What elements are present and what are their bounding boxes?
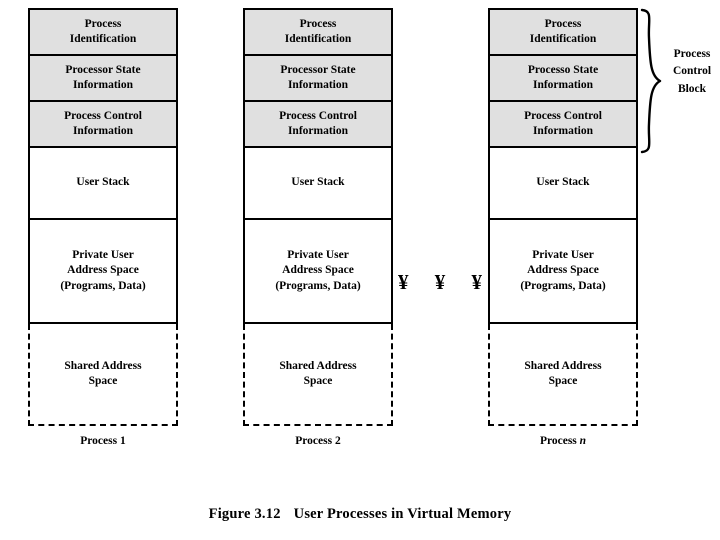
process-continuation-ellipsis: ¥ ¥ ¥: [398, 272, 482, 293]
region-line-3: (Programs, Data): [520, 279, 606, 292]
process-label-n: Process n: [488, 435, 638, 447]
process-control-block-annotation: Process Control Block: [640, 8, 720, 154]
region-line-2: Information: [287, 125, 349, 137]
process-control-block-label: Process Control Block: [664, 46, 720, 98]
region-user-stack: User Stack: [30, 148, 176, 220]
region-line-1: Processor State: [280, 63, 356, 76]
region-line-2: Information: [532, 125, 594, 137]
region-line-2: Space: [88, 375, 118, 387]
region-line-1: Shared Address: [64, 359, 142, 372]
region-line-1: Process Control: [524, 109, 602, 122]
region-line-1: Process: [299, 17, 337, 30]
region-line-1: Private User: [72, 249, 134, 262]
region-line-1: Shared Address: [279, 359, 357, 372]
process-label-suffix: 1: [119, 435, 126, 447]
region-line-1: Process Control: [279, 109, 357, 122]
region-line-1: Process: [84, 17, 122, 30]
region-line-1: Shared Address: [524, 359, 602, 372]
region-line-1: Processor State: [65, 63, 141, 76]
process-label-2: Process 2: [243, 435, 393, 447]
region-line-2: Address Space: [527, 264, 599, 277]
process-label-prefix: Process: [80, 435, 118, 447]
region-line-1: User Stack: [76, 176, 130, 189]
region-line-1: Private User: [532, 249, 594, 262]
region-line-2: Information: [72, 79, 134, 91]
figure-caption-number: Figure 3.12: [208, 506, 281, 522]
region-line-3: (Programs, Data): [275, 279, 361, 292]
region-line-2: Space: [303, 375, 333, 387]
region-line-2: Information: [287, 79, 349, 91]
region-line-2: Address Space: [67, 264, 139, 277]
region-line-3: (Programs, Data): [60, 279, 146, 292]
region-line-1: Private User: [287, 249, 349, 262]
region-line-1: User Stack: [536, 176, 590, 189]
pcb-label-line-3: Block: [677, 82, 707, 95]
region-user-stack: User Stack: [245, 148, 391, 220]
region-line-1: Process: [544, 17, 582, 30]
ellipsis-glyph-3: ¥: [471, 270, 483, 294]
curly-brace-icon: [640, 8, 662, 154]
ellipsis-glyph-1: ¥: [398, 270, 409, 294]
figure-caption: Figure 3.12 User Processes in Virtual Mem…: [0, 506, 720, 523]
figure-caption-title: User Processes in Virtual Memory: [293, 506, 512, 522]
region-line-2: Identification: [529, 33, 597, 45]
region-line-1: User Stack: [291, 176, 345, 189]
ellipsis-glyph-2: ¥: [434, 270, 446, 294]
region-user-stack: User Stack: [490, 148, 636, 220]
process-label-prefix: Process: [295, 435, 333, 447]
region-line-2: Address Space: [282, 264, 354, 277]
process-label-suffix: n: [579, 435, 587, 447]
region-line-2: Information: [72, 125, 134, 137]
pcb-label-line-1: Process: [673, 48, 711, 60]
region-line-2: Identification: [69, 33, 137, 45]
region-line-1: Processo State: [527, 63, 599, 76]
process-label-suffix: 2: [334, 435, 341, 447]
process-label-1: Process 1: [28, 435, 178, 447]
region-line-2: Identification: [284, 33, 352, 45]
region-line-2: Information: [532, 79, 594, 91]
pcb-label-line-2: Control: [672, 65, 712, 78]
region-line-2: Space: [548, 375, 578, 387]
region-line-1: Process Control: [64, 109, 142, 122]
process-label-prefix: Process: [539, 435, 577, 447]
